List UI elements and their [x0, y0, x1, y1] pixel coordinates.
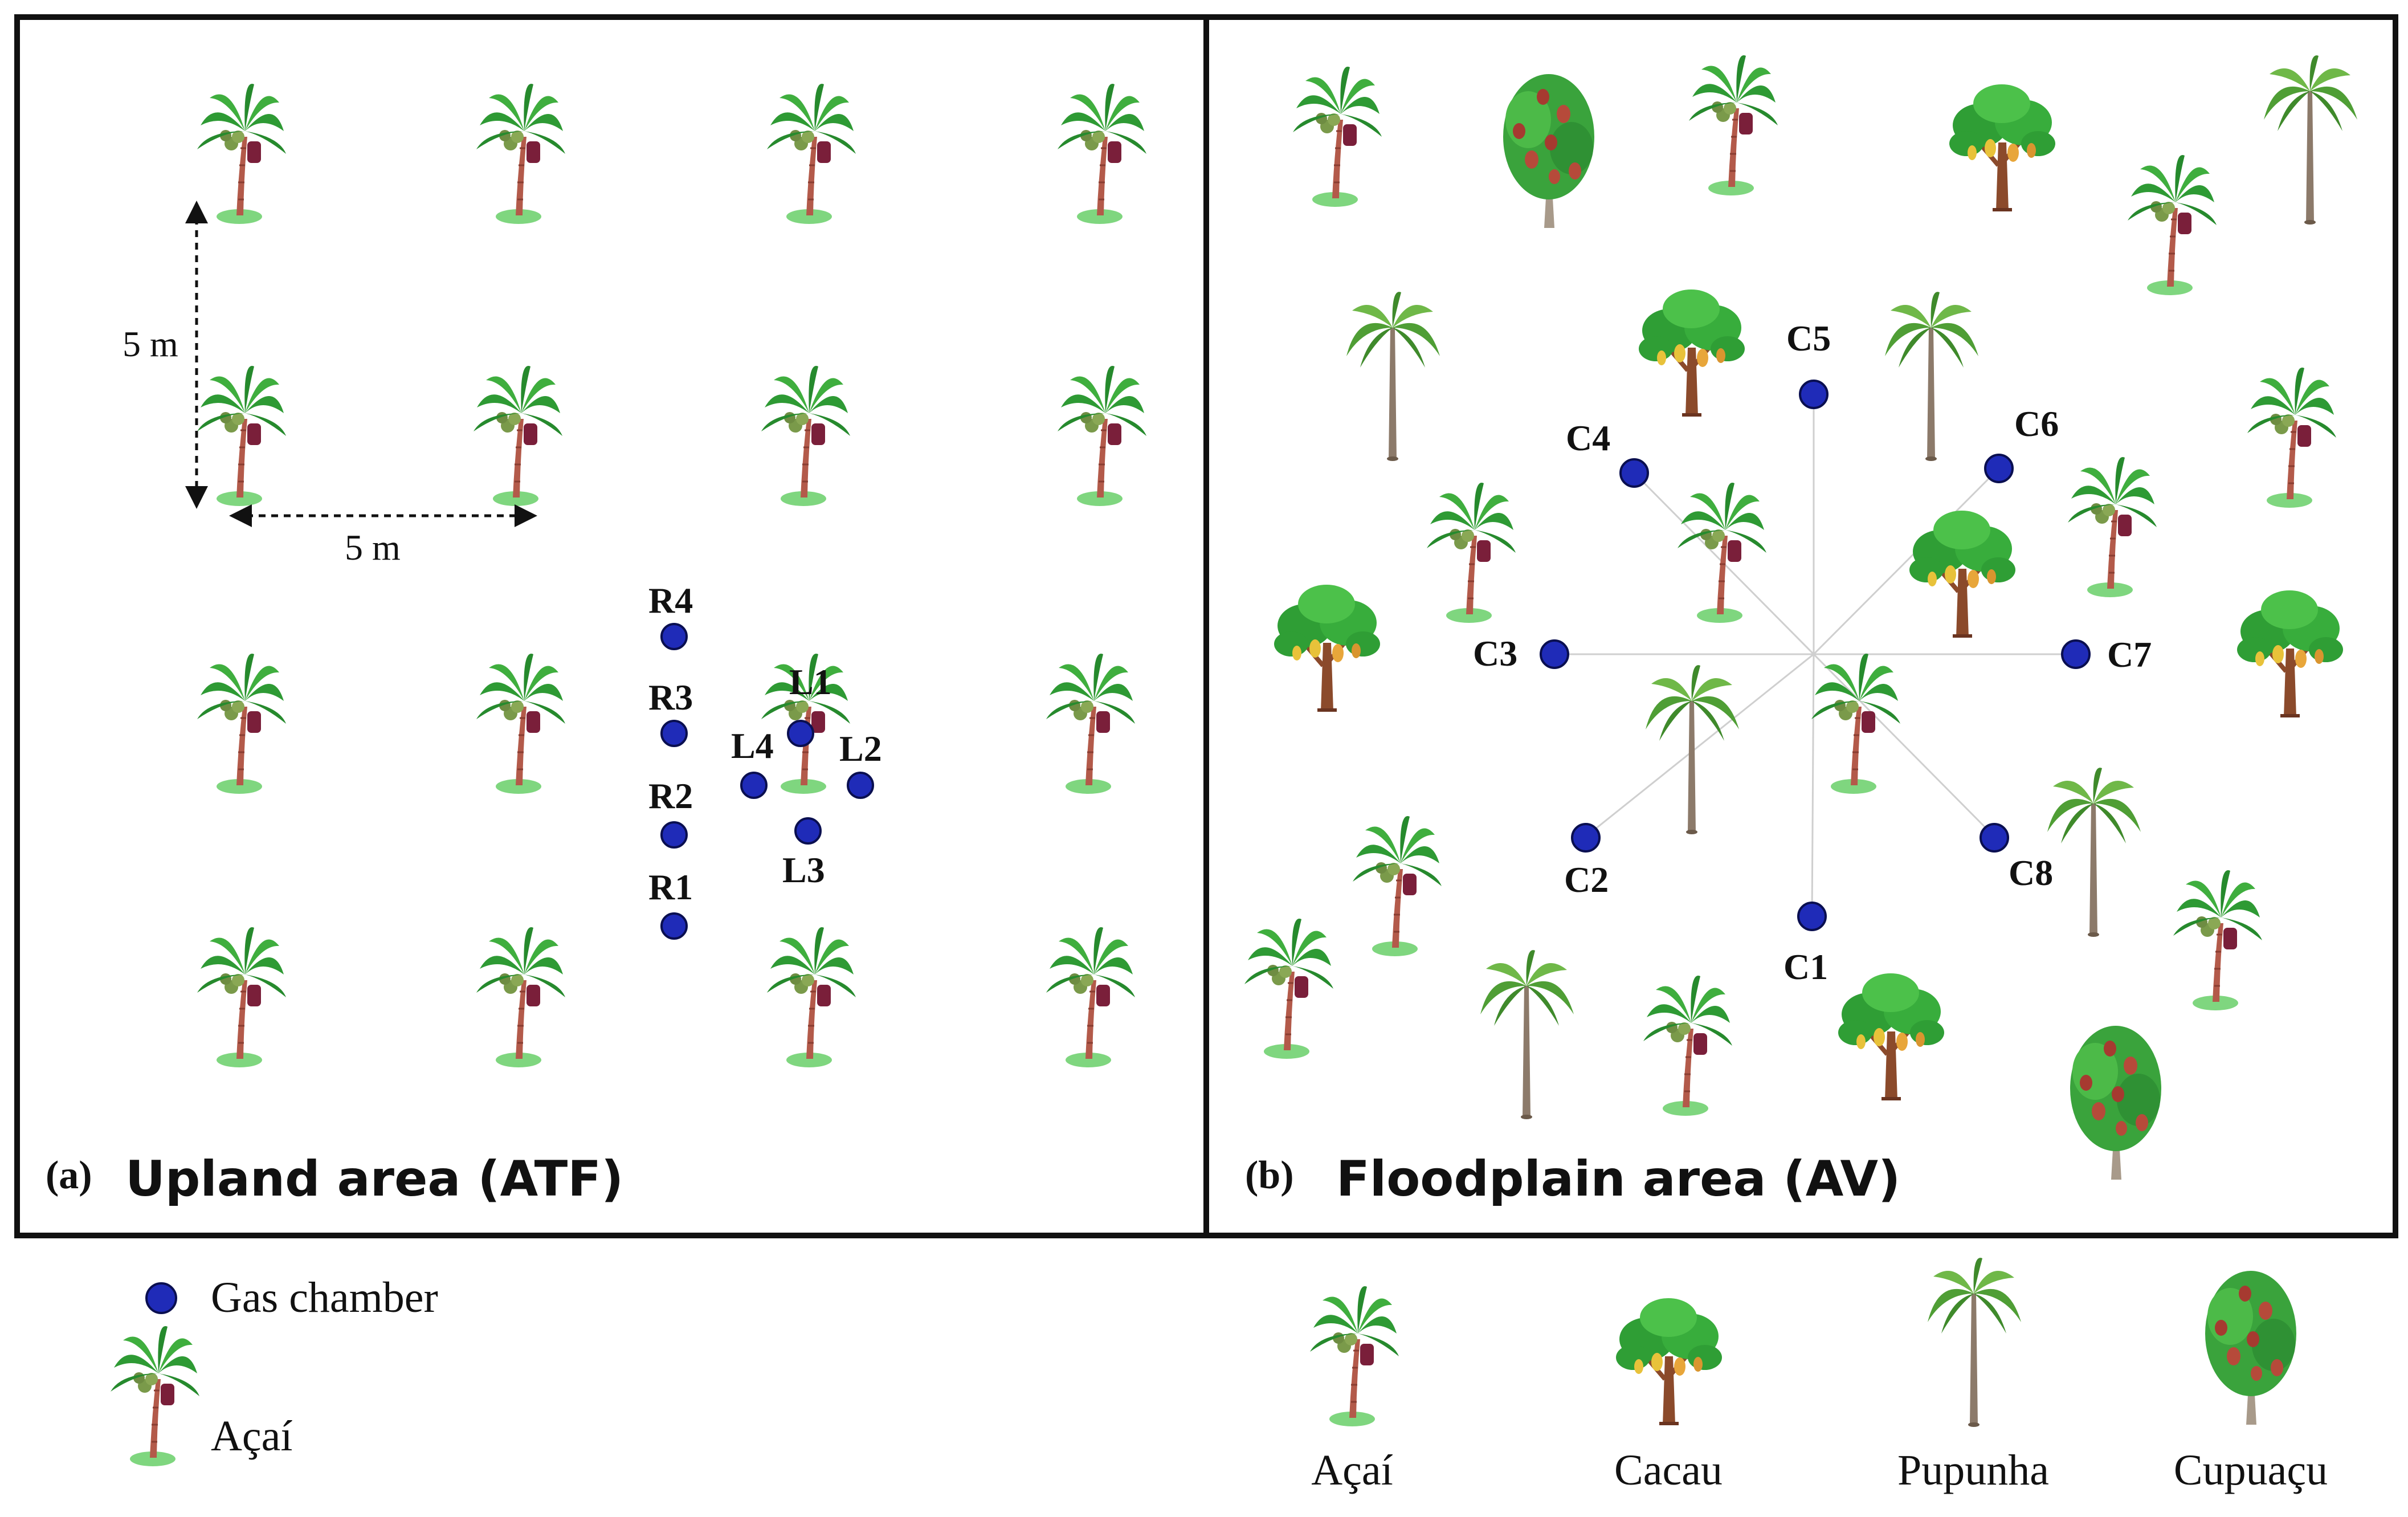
chamber-label-c1: C1 [1783, 947, 1828, 987]
legend-gas-chamber-label: Gas chamber [211, 1274, 438, 1322]
chamber-label-c3: C3 [1473, 633, 1517, 674]
gas-chamber-r4 [660, 623, 688, 650]
chamber-label-r4: R4 [648, 580, 693, 621]
chambers-a: R4 R3 R2 R1 L1 L2 L3 L4 [648, 580, 882, 940]
gas-chamber-c6 [1984, 454, 2014, 483]
legend-pupunha-label: Pupunha [1897, 1446, 2049, 1494]
legend-right: Açaí Cacau Pupunha Cupuaçu [1309, 1258, 2328, 1494]
legend-acai-label: Açaí [1311, 1446, 1393, 1494]
gas-chamber-legend-icon [145, 1282, 177, 1314]
legend-acai-label-left: Açaí [211, 1412, 292, 1460]
chamber-label-r1: R1 [648, 867, 693, 907]
chamber-label-c7: C7 [2107, 634, 2152, 675]
gas-chamber-c5 [1799, 380, 1829, 409]
chamber-label-r2: R2 [648, 776, 693, 816]
chambers-b: C1 C2 C3 C4 C5 C6 C7 C8 [1473, 318, 2152, 987]
gas-chamber-r2 [660, 821, 688, 849]
panel-b-title: Floodplain area (AV) [1336, 1151, 1900, 1208]
chamber-label-c6: C6 [2014, 403, 2059, 444]
legend-left: Gas chamber Açaí [109, 1274, 438, 1467]
panel-upland: 5 m 5 m R4 R3 R2 R1 L1 L2 L3 L4 (a) Upla… [14, 14, 1209, 1238]
dimension-label-horizontal: 5 m [345, 527, 401, 568]
chamber-label-l4: L4 [731, 725, 774, 766]
dimension-label-vertical: 5 m [123, 324, 178, 364]
gas-chamber-c1 [1797, 902, 1827, 931]
panel-b-frame [1203, 14, 2398, 1238]
gas-chamber-c3 [1540, 639, 1569, 669]
chamber-label-c2: C2 [1564, 859, 1609, 900]
panel-a-title: Upland area (ATF) [125, 1151, 623, 1208]
chamber-label-c4: C4 [1566, 418, 1610, 458]
chamber-label-c5: C5 [1786, 318, 1831, 358]
gas-chamber-l3 [794, 817, 822, 845]
panel-a-frame [14, 14, 1209, 1238]
legend-cupuacu-label: Cupuaçu [2174, 1446, 2328, 1494]
chamber-label-r3: R3 [648, 677, 693, 717]
gas-chamber-c2 [1571, 823, 1601, 853]
gas-chamber-r3 [660, 720, 688, 747]
gas-chamber-r1 [660, 912, 688, 940]
gas-chamber-c8 [1980, 823, 2009, 853]
acai-legend-icon [109, 1325, 201, 1467]
legend-cacau-label: Cacau [1614, 1446, 1723, 1494]
gas-chamber-c4 [1619, 458, 1649, 488]
cacao-legend-icon [1616, 1298, 1722, 1425]
chamber-label-c8: C8 [2009, 853, 2053, 893]
cupuacu-legend-icon [2205, 1271, 2296, 1425]
gas-chamber-l4 [740, 772, 768, 799]
gas-chamber-c7 [2061, 639, 2091, 669]
panel-b-tag: (b) [1245, 1153, 1294, 1197]
panel-a-tag: (a) [46, 1153, 92, 1197]
pupunha-legend-icon [1928, 1258, 2021, 1427]
gas-chamber-l1 [787, 720, 814, 747]
chamber-label-l1: L1 [789, 662, 832, 702]
chamber-label-l2: L2 [839, 728, 882, 769]
chamber-label-l3: L3 [782, 850, 825, 890]
panel-floodplain: C1 C2 C3 C4 C5 C6 C7 C8 (b) Floodplain a… [1203, 14, 2398, 1238]
acai-legend-icon [1309, 1285, 1400, 1428]
gas-chamber-l2 [847, 772, 874, 799]
